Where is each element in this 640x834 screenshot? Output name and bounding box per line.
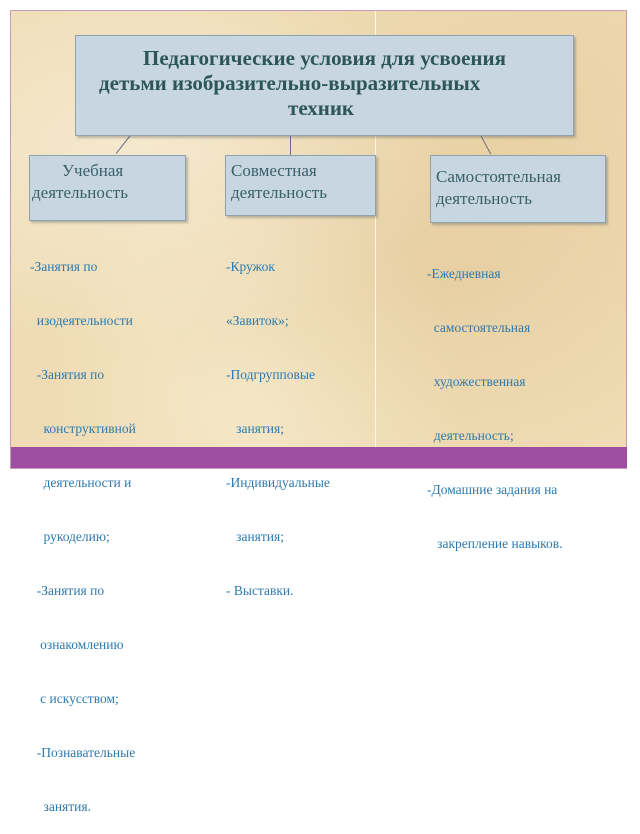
list-item: -Занятия по: [30, 583, 105, 598]
category-label-line: деятельность: [436, 189, 532, 208]
independent-activities-list: -Ежедневная самостоятельная художественн…: [427, 229, 563, 571]
list-item: с искусством;: [30, 691, 119, 706]
list-item: ознакомлению: [30, 637, 124, 652]
vertical-divider: [375, 11, 376, 447]
list-item: -Подгрупповые: [226, 367, 315, 382]
category-label-line: Самостоятельная: [436, 167, 561, 186]
category-label-line: деятельность: [231, 183, 327, 202]
list-item: художественная: [427, 374, 526, 389]
list-item: -Домашние задания на: [427, 482, 558, 497]
list-item: «Завиток»;: [226, 313, 289, 328]
list-item: деятельность;: [427, 428, 514, 443]
list-item: -Ежедневная: [427, 266, 501, 281]
list-item: закрепление навыков.: [427, 536, 563, 551]
list-item: - Выставки.: [226, 583, 294, 598]
title-line-3: техник: [288, 96, 355, 120]
list-item: -Занятия по: [30, 367, 105, 382]
learning-activities-list: -Занятия по изодеятельности -Занятия по …: [30, 222, 136, 834]
category-box-independent: Самостоятельная деятельность: [430, 155, 606, 223]
list-item: самостоятельная: [427, 320, 531, 335]
list-item: -Индивидуальные: [226, 475, 330, 490]
list-item: занятия;: [226, 529, 284, 544]
list-item: деятельности и: [30, 475, 132, 490]
list-item: изодеятельности: [30, 313, 133, 328]
list-item: конструктивной: [30, 421, 136, 436]
list-item: рукоделию;: [30, 529, 110, 544]
bottom-accent-bar: [11, 447, 627, 468]
list-item: занятия;: [226, 421, 284, 436]
joint-activities-list: -Кружок «Завиток»; -Подгрупповые занятия…: [226, 222, 330, 618]
list-item: -Познавательные: [30, 745, 136, 760]
category-label-line: деятельность: [32, 183, 128, 202]
connector-title-to-joint: [290, 135, 291, 155]
category-box-learning: Учебная деятельность: [29, 155, 186, 221]
list-item: -Кружок: [226, 259, 275, 274]
title-line-2: детьми изобразительно-выразительных: [99, 71, 481, 95]
list-item: -Занятия по: [30, 259, 98, 274]
title-line-1: Педагогические условия для усвоения: [143, 46, 506, 70]
diagram-title-box: Педагогические условия для усвоения деть…: [75, 35, 574, 136]
category-box-joint: Совместная деятельность: [225, 155, 376, 216]
category-label-line: Учебная: [62, 161, 124, 180]
category-label-line: Совместная: [231, 161, 317, 180]
list-item: занятия.: [30, 799, 91, 814]
